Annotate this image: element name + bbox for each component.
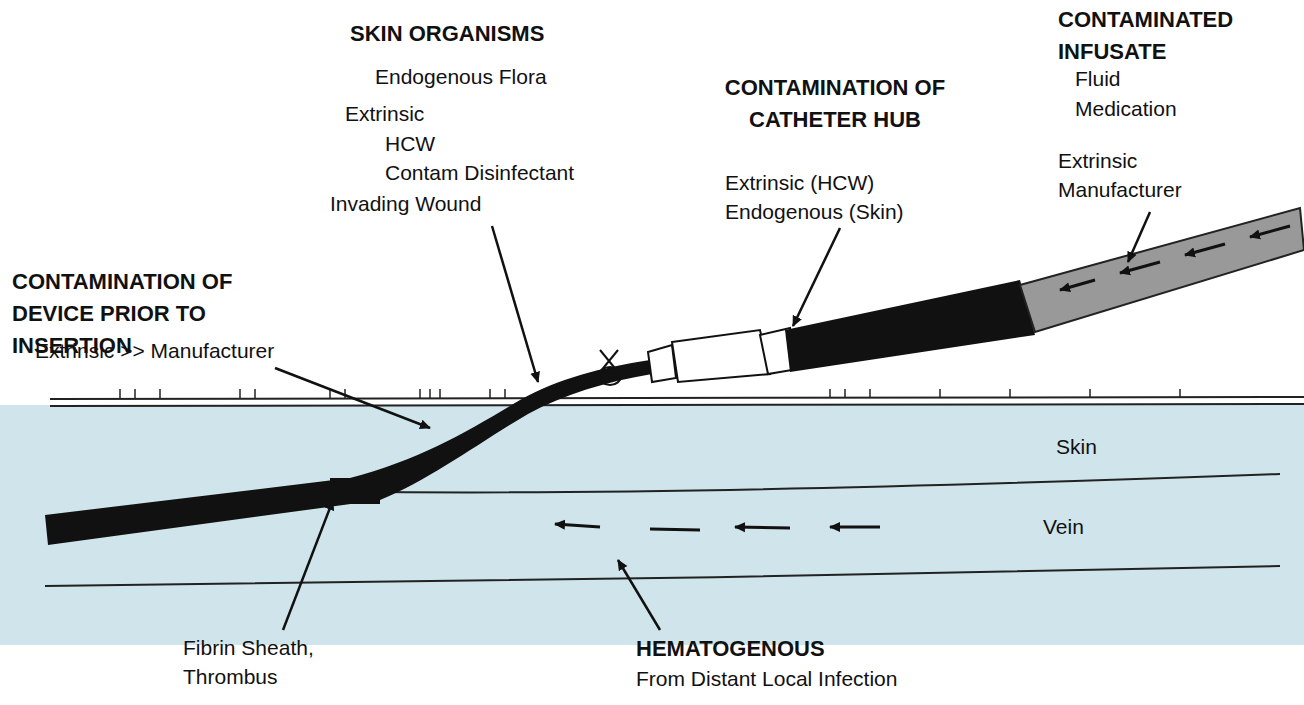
leader-arrows (275, 212, 1150, 630)
skin-surface (50, 404, 1304, 406)
heading-label: CONTAMINATION OF CATHETER HUB (700, 72, 970, 136)
heading-label: HEMATOGENOUS (636, 633, 936, 665)
fibrin-sheath (330, 478, 380, 504)
catheter-hub (648, 345, 676, 382)
skin-hairs (120, 389, 1180, 398)
text-label: Medication (1075, 94, 1275, 123)
text-label: Endogenous (Skin) (725, 197, 985, 226)
text-label: Endogenous Flora (375, 62, 675, 91)
text-label: Extrinsic Manufacturer (1058, 146, 1238, 204)
text-label: Vein (1043, 512, 1143, 541)
heading-label: SKIN ORGANISMS (350, 18, 670, 50)
skin-surface (50, 397, 1304, 399)
text-label: Extrinsic (345, 99, 545, 128)
text-label: Invading Wound (330, 189, 590, 218)
catheter (45, 360, 652, 545)
dermis-border (385, 474, 1280, 492)
text-label: Contam Disinfectant (385, 158, 685, 187)
text-label: Extrinsic (HCW) (725, 168, 985, 197)
tubing-connector (785, 280, 1035, 372)
text-label: From Distant Local Infection (636, 664, 1036, 693)
text-label: Fluid (1075, 64, 1275, 93)
text-label: Skin (1056, 432, 1156, 461)
iv-tubing (1020, 208, 1304, 332)
vein-wall (45, 566, 1280, 586)
catheter-hub (672, 330, 770, 382)
text-label: Extrinsic >> Manufacturer (35, 336, 355, 365)
heading-label: CONTAMINATED INFUSATE (1058, 4, 1288, 68)
suture-knot (600, 350, 618, 372)
blood-flow-arrows (555, 524, 880, 530)
text-label: Fibrin Sheath, Thrombus (183, 633, 343, 691)
tissue-band (0, 405, 1304, 645)
infusate-flow-arrows (1060, 226, 1290, 290)
text-label: HCW (385, 129, 585, 158)
